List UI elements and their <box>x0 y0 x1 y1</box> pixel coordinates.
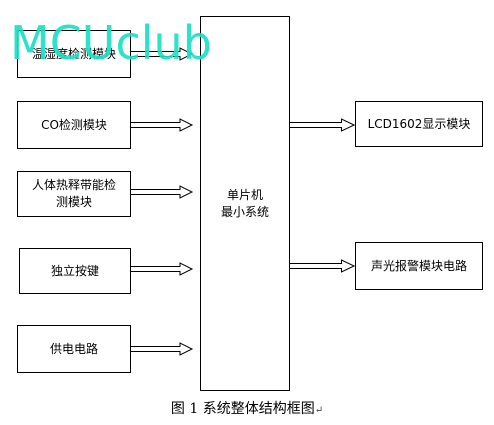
arrow-co-to-mcu <box>129 118 193 132</box>
button-module: 独立按键 <box>19 248 131 294</box>
arrow-power-to-mcu <box>129 342 193 356</box>
pyro-label-line2: 测模块 <box>55 195 92 209</box>
button-label: 独立按键 <box>50 263 99 278</box>
alarm-module: 声光报警模块电路 <box>355 242 483 290</box>
arrow-mcu-to-lcd <box>288 118 355 132</box>
arrow-mcu-to-alarm <box>288 259 355 273</box>
mcu-system: 单片机 最小系统 <box>200 16 290 391</box>
power-module: 供电电路 <box>17 325 131 373</box>
co-label: CO检测模块 <box>41 117 107 132</box>
temp-humidity-module: 温湿度检测模块 <box>17 30 131 78</box>
pyro-label-line1: 人体热释带能检 <box>31 178 116 192</box>
caption-text: 图 1 系统整体结构框图 <box>170 401 315 417</box>
pyro-module: 人体热释带能检 测模块 <box>17 171 131 217</box>
figure-caption: 图 1 系统整体结构框图↵ <box>0 398 494 418</box>
mcu-label-line2: 最小系统 <box>220 204 269 219</box>
power-label: 供电电路 <box>49 341 98 356</box>
alarm-label: 声光报警模块电路 <box>370 258 467 273</box>
lcd-label: LCD1602显示模块 <box>367 116 471 131</box>
paragraph-mark: ↵ <box>314 405 324 416</box>
mcuclub-watermark: MCUclub <box>10 16 212 70</box>
co-module: CO检测模块 <box>17 101 131 149</box>
temp-humidity-label: 温湿度检测模块 <box>31 46 116 61</box>
mcu-label-line1: 单片机 <box>226 187 263 202</box>
arrow-button-to-mcu <box>129 262 193 276</box>
lcd-module: LCD1602显示模块 <box>355 101 483 147</box>
arrow-pyro-to-mcu <box>129 185 193 199</box>
